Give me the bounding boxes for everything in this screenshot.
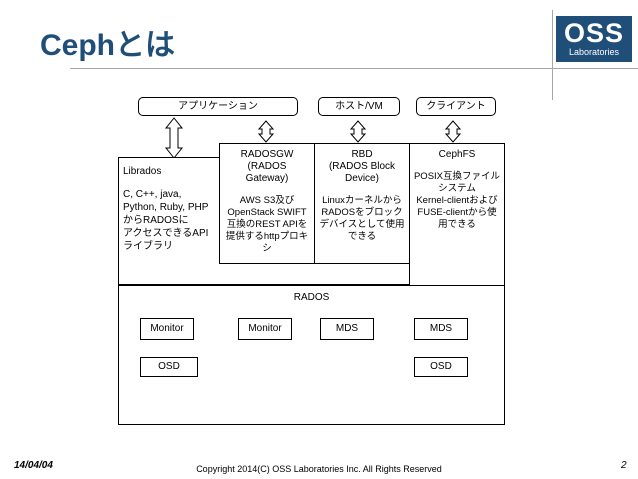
librados-box-extension <box>219 263 410 285</box>
rados-label: RADOS <box>293 292 330 303</box>
monitor-box-2: Monitor <box>238 318 292 340</box>
mds-box-2: MDS <box>414 318 468 340</box>
librados-box: Librados C, C++, java, Python, Ruby, PHP… <box>118 157 220 285</box>
footer-copyright: Copyright 2014(C) OSS Laboratories Inc. … <box>196 464 442 474</box>
header-divider <box>552 10 553 100</box>
cephfs-desc-line: 用できる <box>438 219 476 230</box>
host-vm-box: ホスト/VM <box>318 97 400 116</box>
cephfs-desc-line: システム <box>438 183 476 194</box>
radosgw-title-line: Gateway) <box>245 173 289 184</box>
mds-box-1: MDS <box>320 318 374 340</box>
arrow-hostvm-rbd <box>349 120 367 143</box>
logo-sub-text: Laboratories <box>568 47 620 57</box>
arrow-application-librados <box>164 117 184 159</box>
cephfs-box: CephFS POSIX互換ファイル システム Kernel-clientおよび… <box>409 143 505 286</box>
page-number: 2 <box>621 460 627 471</box>
arrow-client-cephfs <box>444 120 462 143</box>
radosgw-desc-line: 提供するhttpプロキ <box>225 231 309 242</box>
rbd-desc-line: デバイスとして使用 <box>319 219 405 230</box>
osd-box-2: OSD <box>414 357 468 377</box>
rbd-title-line: (RADOS Block <box>328 161 396 172</box>
librados-line: Python, Ruby, PHP <box>123 202 209 213</box>
librados-title: Librados <box>123 166 162 177</box>
librados-line: アクセスできるAPI <box>123 228 209 239</box>
cephfs-title: CephFS <box>438 149 476 160</box>
logo-main-text: OSS <box>563 18 625 48</box>
rbd-desc-line: Linuxカーネルから <box>322 195 402 206</box>
radosgw-desc-line: シ <box>262 243 272 254</box>
radosgw-desc-line: 互換のREST APIを <box>226 219 308 230</box>
librados-line: C, C++, java, <box>123 189 182 200</box>
footer-date: 14/04/04 <box>14 460 53 471</box>
cephfs-desc-line: FUSE-clientから使 <box>417 207 497 218</box>
librados-line: からRADOSに <box>123 215 189 226</box>
cephfs-desc-line: POSIX互換ファイル <box>413 171 501 182</box>
application-box: アプリケーション <box>138 97 298 116</box>
client-box: クライアント <box>416 97 496 116</box>
radosgw-desc-line: OpenStack SWIFT <box>227 207 307 218</box>
rbd-box: RBD (RADOS Block Device) Linuxカーネルから RAD… <box>314 143 410 264</box>
radosgw-title-line: RADOSGW <box>240 149 294 160</box>
osd-box-1: OSD <box>140 357 198 377</box>
radosgw-desc-line: AWS S3及び <box>239 195 295 206</box>
rbd-title-line: RBD <box>351 149 373 160</box>
cephfs-desc-line: Kernel-clientおよび <box>416 195 498 206</box>
radosgw-box: RADOSGW (RADOS Gateway) AWS S3及び OpenSta… <box>219 143 315 264</box>
monitor-box-1: Monitor <box>140 318 194 340</box>
rbd-title-line: Device) <box>345 173 379 184</box>
radosgw-title-line: (RADOS <box>247 161 287 172</box>
oss-logo: OSS Laboratories <box>556 16 632 62</box>
rbd-desc-line: RADOSをブロック <box>321 207 403 218</box>
arrow-application-radosgw <box>257 120 275 143</box>
rbd-desc-line: できる <box>347 231 377 242</box>
librados-line: ライブラリ <box>123 241 173 252</box>
page-title: Cephとは <box>40 29 175 62</box>
rados-box: RADOS <box>118 285 505 425</box>
title-underline <box>70 68 638 69</box>
